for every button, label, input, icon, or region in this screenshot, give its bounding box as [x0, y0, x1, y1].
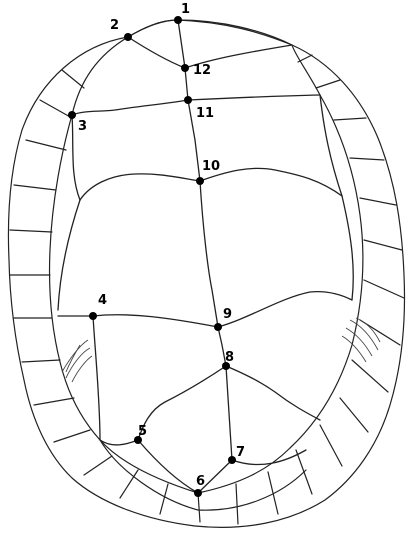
right-limb: [342, 318, 380, 362]
landmark-labels: 1 2 3 4 5 6 7 8 9 10 11 12: [78, 2, 245, 489]
landmark-point-2: [124, 33, 132, 41]
landmark-point-3: [68, 111, 76, 119]
landmark-label-11: 11: [196, 106, 214, 121]
left-limb: [62, 340, 92, 382]
landmark-label-12: 12: [193, 63, 211, 78]
landmark-point-4: [89, 312, 97, 320]
landmark-label-6: 6: [196, 474, 205, 489]
landmark-point-9: [214, 323, 222, 331]
carapace-outer-outline: [8, 20, 404, 527]
scute-seams: [58, 20, 353, 493]
landmark-label-7: 7: [236, 445, 245, 460]
landmark-point-12: [181, 64, 189, 72]
landmark-point-10: [196, 177, 204, 185]
landmark-label-5: 5: [138, 424, 147, 439]
landmark-point-7: [228, 456, 236, 464]
landmark-point-1: [174, 16, 182, 24]
landmark-points: [68, 16, 236, 497]
landmark-label-9: 9: [223, 307, 232, 322]
landmark-label-4: 4: [98, 293, 107, 308]
landmark-label-2: 2: [110, 18, 119, 33]
landmark-label-1: 1: [181, 2, 190, 17]
landmark-point-11: [184, 96, 192, 104]
landmark-label-8: 8: [225, 350, 234, 365]
landmark-label-3: 3: [78, 119, 87, 134]
landmark-label-10: 10: [202, 159, 220, 174]
landmark-point-6: [194, 489, 202, 497]
